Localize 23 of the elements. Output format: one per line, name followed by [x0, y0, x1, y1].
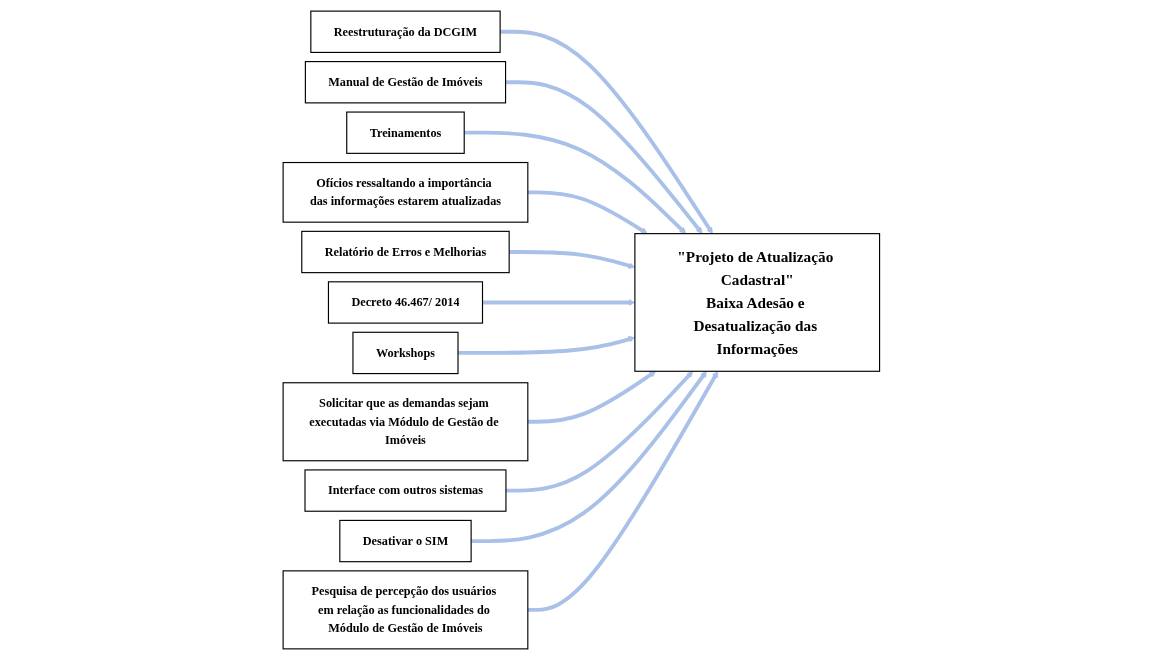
arrow — [506, 370, 694, 492]
node-box: Relatório de Erros e Melhorias — [301, 230, 510, 273]
node-box: "Projeto de Atualização Cadastral" Baixa Adesão e Desatualização das Informações — [634, 232, 881, 372]
node-box: Workshops — [352, 331, 459, 374]
arrow — [527, 370, 657, 424]
arrow — [505, 79, 703, 234]
node-box: Treinamentos — [346, 111, 465, 154]
arrow — [458, 335, 636, 355]
arrow — [464, 130, 687, 234]
arrow — [482, 298, 636, 306]
node-box: Solicitar que as demandas sejam executadas via Módulo de Gestão de Imóveis — [282, 381, 529, 461]
arrow — [527, 189, 648, 234]
node-box: Reestruturação da DCGIM — [310, 10, 501, 53]
node-box: Interface com outros sistemas — [304, 468, 507, 512]
node-box: Ofícios ressaltando a importância das informações estarem atualizadas — [282, 161, 529, 223]
node-box: Decreto 46.467/ 2014 — [328, 280, 484, 324]
arrow — [509, 249, 636, 269]
node-box: Desativar o SIM — [339, 519, 472, 562]
arrow — [500, 29, 713, 234]
node-box: Pesquisa de percepção dos usuários em relação as funcionalidades do Módulo de Gestão de Imóveis — [282, 569, 529, 649]
arrow — [471, 370, 707, 543]
node-box: Manual de Gestão de Imóveis — [304, 60, 507, 103]
arrow — [527, 370, 719, 612]
